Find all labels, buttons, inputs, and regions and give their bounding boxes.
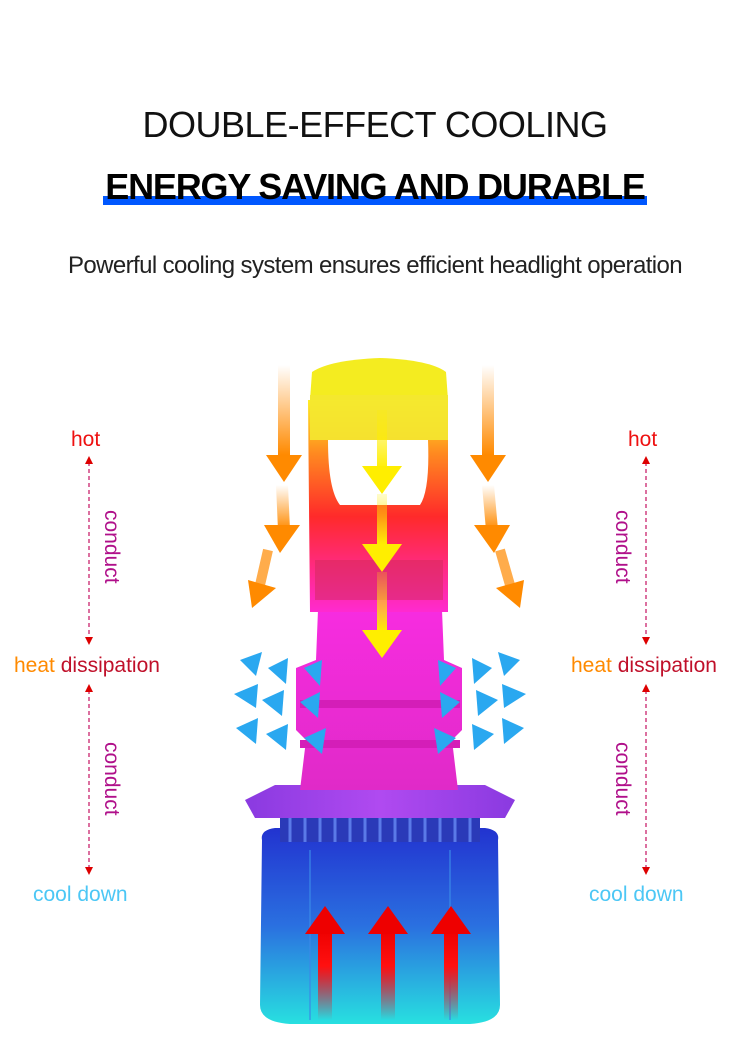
heat-flow-arrows-center (362, 410, 402, 658)
label-conduct-left-bottom: conduct (100, 742, 123, 816)
conduct-arrowheads (85, 456, 650, 875)
dissipation-text: dissipation (60, 654, 160, 677)
label-heat-dissipation-left: heat dissipation (14, 654, 160, 678)
description: Powerful cooling system ensures efficien… (67, 252, 683, 279)
label-heat-dissipation-right: heat dissipation (571, 654, 717, 678)
conduct-lines (88, 462, 647, 870)
subtitle-text: ENERGY SAVING AND DURABLE (105, 166, 646, 207)
label-conduct-right-bottom: conduct (611, 742, 634, 816)
page-title: DOUBLE-EFFECT COOLING (142, 104, 608, 145)
label-conduct-right-top: conduct (611, 510, 634, 584)
heat-text: heat (571, 654, 612, 677)
dissipation-arrows (234, 652, 526, 754)
label-hot-left: hot (71, 428, 101, 451)
label-cool-down-right: cool down (589, 883, 684, 906)
label-cool-down-left: cool down (33, 883, 128, 906)
dissipation-text: dissipation (617, 654, 717, 677)
cooling-arrows-up (305, 906, 471, 1020)
heat-flow-arrows-left (248, 365, 302, 608)
label-hot-right: hot (628, 428, 658, 451)
subtitle-underline (103, 196, 647, 205)
heat-flow-arrows-right (470, 365, 524, 608)
mount-flange (245, 785, 515, 818)
lens-dome (310, 358, 448, 400)
label-conduct-left-top: conduct (100, 510, 123, 584)
heat-text: heat (14, 654, 55, 677)
page-subtitle: ENERGY SAVING AND DURABLE (103, 166, 647, 208)
